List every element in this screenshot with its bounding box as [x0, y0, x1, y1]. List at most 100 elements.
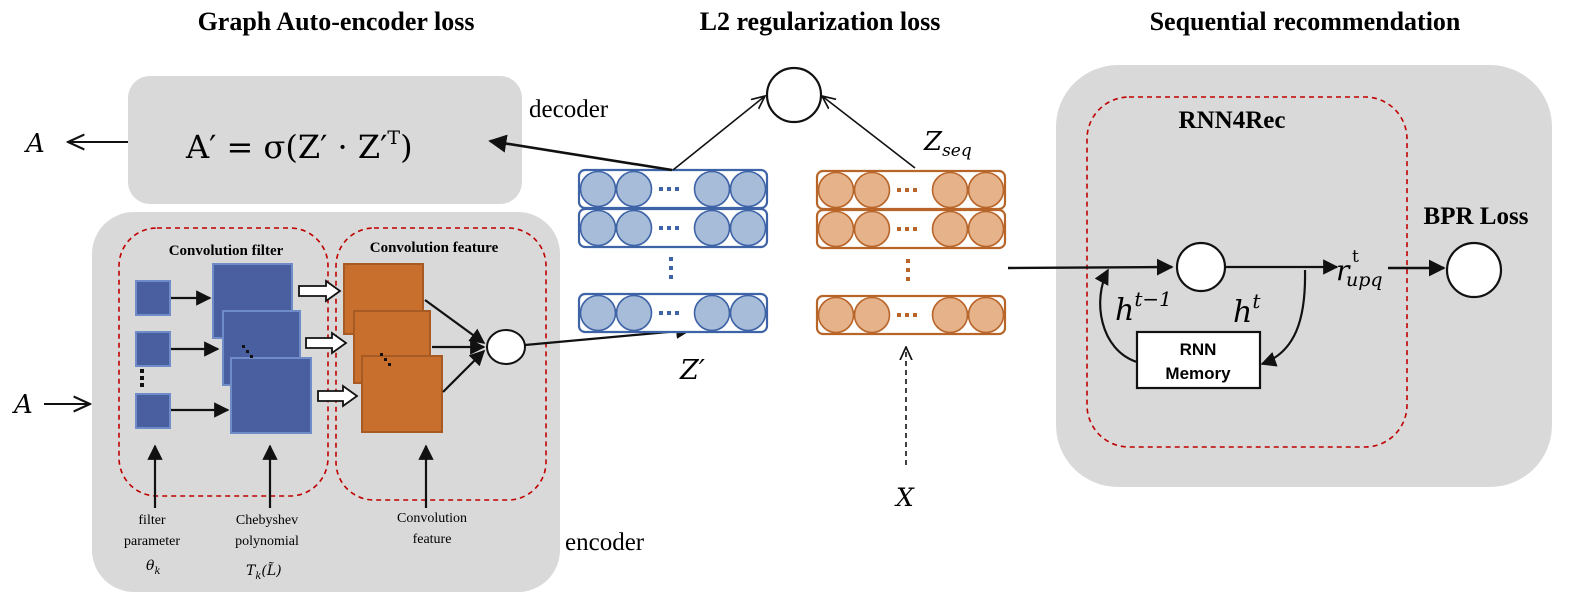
zprime-ellipsis-dot — [675, 311, 679, 315]
zprime-row — [577, 292, 769, 334]
zseq-ellipsis-dot — [913, 227, 917, 231]
zprime-ellipsis-dot — [667, 187, 671, 191]
rnn4rec-box — [1086, 96, 1408, 448]
decoder-formula: A′ = σ(Z′ · Z′T) — [185, 127, 413, 166]
zprime-ellipsis-dot — [659, 311, 663, 315]
zprime-node — [729, 294, 767, 332]
decoder-output-a: A — [24, 129, 45, 159]
zseq-ellipsis-dot — [905, 188, 909, 192]
filter-square — [135, 280, 171, 316]
zseq-node — [967, 296, 1005, 334]
zprime-node — [615, 170, 653, 208]
zseq-node — [853, 171, 891, 209]
hollow-arrow — [305, 331, 348, 355]
zseq-embedding-matrix — [815, 169, 1007, 336]
zseq-node — [931, 210, 969, 248]
zprime-node — [579, 209, 617, 247]
zseq-node — [853, 296, 891, 334]
hollow-arrow — [317, 384, 359, 408]
zprime-ellipsis-dot — [675, 187, 679, 191]
zseq-vertical-ellipsis — [906, 259, 910, 281]
zprime-node — [693, 209, 731, 247]
convolution-feature-title: Convolution feature — [370, 240, 499, 256]
chebyshev-label-2: polynomial — [235, 534, 299, 549]
zprime-row — [577, 168, 769, 210]
zseq-ellipsis-dot — [905, 313, 909, 317]
zseq-to-l2-arrow — [822, 96, 916, 169]
zprime-to-decoder-arrow — [488, 134, 673, 172]
convolution-filter-box — [118, 227, 329, 497]
zseq-node — [817, 171, 855, 209]
zprime-ellipsis-dot — [667, 226, 671, 230]
zseq-label: Zseq — [923, 127, 972, 161]
zprime-ellipsis-dot — [667, 311, 671, 315]
zseq-node — [931, 171, 969, 209]
zseq-ellipsis-dot — [913, 313, 917, 317]
zprime-row — [577, 207, 769, 249]
filter-square — [135, 393, 171, 429]
zseq-row — [815, 169, 1007, 211]
zseq-ellipsis-dot — [897, 188, 901, 192]
zseq-node — [817, 296, 855, 334]
encoder-input-a: A — [12, 390, 33, 420]
zseq-ellipsis-dot — [897, 313, 901, 317]
filter-param-label-1: filter — [138, 513, 166, 528]
hollow-arrow — [298, 279, 342, 303]
zseq-ellipsis-dot — [913, 188, 917, 192]
zprime-to-l2-arrow — [672, 96, 765, 171]
zprime-node — [693, 294, 731, 332]
chebyshev-symbol: Tk(L̃) — [246, 561, 282, 582]
convolution-feature-box — [335, 227, 547, 501]
encoder-aggregate-node — [486, 329, 526, 365]
rnn-cell-node — [1175, 241, 1227, 293]
zprime-node — [579, 294, 617, 332]
zseq-node — [853, 210, 891, 248]
convolution-filter-title: Convolution filter — [169, 243, 284, 259]
title-l2-regularization-loss: L2 regularization loss — [700, 7, 941, 36]
zseq-to-rnn-arrow — [1007, 258, 1174, 276]
feature-ellipsis — [380, 353, 391, 366]
l2-loss-node — [765, 66, 823, 124]
encoder-label: encoder — [565, 529, 645, 556]
zprime-node — [729, 209, 767, 247]
zprime-vertical-ellipsis — [669, 257, 673, 279]
rnn4rec-title: RNN4Rec — [1179, 107, 1286, 134]
zseq-ellipsis-dot — [905, 227, 909, 231]
encoder-panel — [92, 212, 560, 592]
rnn-memory-box — [1135, 330, 1262, 390]
zprime-node — [615, 209, 653, 247]
zseq-ellipsis-dot — [897, 227, 901, 231]
zprime-embedding-matrix — [577, 168, 769, 334]
zprime-label: Z′ — [679, 355, 705, 386]
chebyshev-square — [230, 357, 312, 434]
zprime-ellipsis-dot — [675, 226, 679, 230]
filter-vertical-ellipsis — [140, 369, 144, 387]
zprime-ellipsis-dot — [659, 226, 663, 230]
zprime-ellipsis-dot — [659, 187, 663, 191]
conv-feature-label-2: feature — [413, 532, 452, 547]
rnn-memory-label-1: RNN — [1180, 340, 1217, 359]
zprime-node — [615, 294, 653, 332]
bpr-loss-node — [1445, 241, 1503, 299]
zseq-row — [815, 294, 1007, 336]
decoder-label: decoder — [529, 96, 609, 123]
rnn-memory-label-2: Memory — [1165, 364, 1231, 383]
filter-param-label-2: parameter — [124, 534, 180, 549]
zseq-row — [815, 208, 1007, 250]
zprime-node — [693, 170, 731, 208]
x-label: X — [894, 483, 915, 512]
chebyshev-label-1: Chebyshev — [236, 513, 298, 528]
zprime-node — [729, 170, 767, 208]
zseq-node — [931, 296, 969, 334]
decoder-panel — [128, 76, 522, 204]
filter-param-symbol: θk — [146, 558, 161, 577]
conv-feature-label-1: Convolution — [397, 511, 467, 526]
zprime-node — [579, 170, 617, 208]
zseq-node — [967, 210, 1005, 248]
title-sequential-recommendation: Sequential recommendation — [1150, 7, 1461, 36]
feature-square — [361, 355, 443, 433]
h-cur-label: ht — [1233, 289, 1261, 330]
zseq-node — [817, 210, 855, 248]
